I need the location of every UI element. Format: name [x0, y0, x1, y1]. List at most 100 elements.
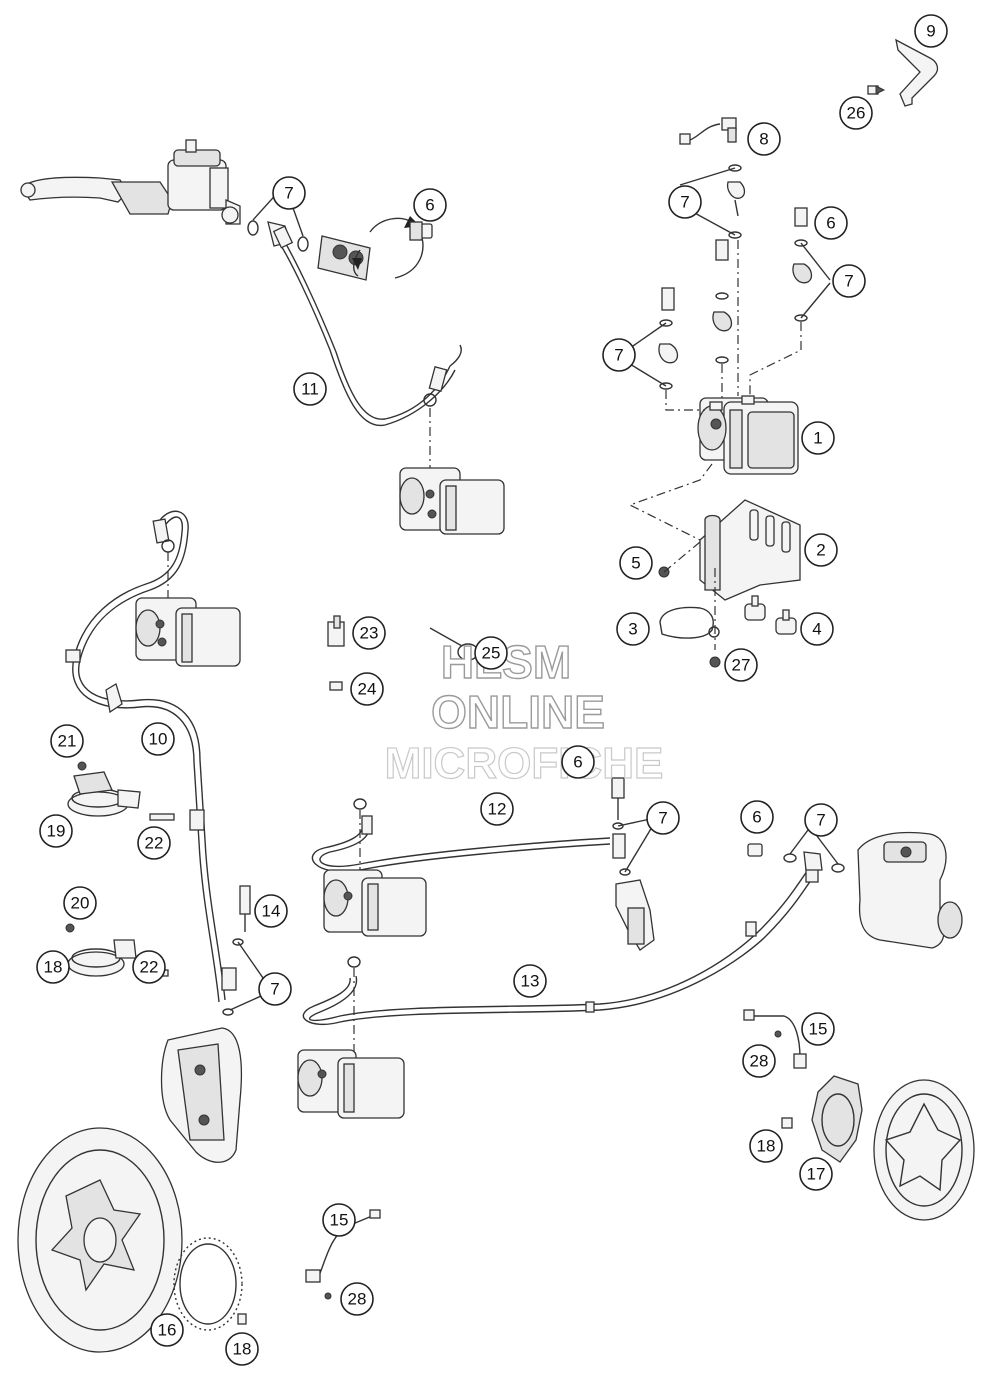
- callout-number: 27: [732, 656, 751, 675]
- callout-6: 6: [740, 800, 774, 834]
- callout-26: 26: [839, 96, 873, 130]
- callout-3: 3: [616, 612, 650, 646]
- callout-6: 6: [814, 206, 848, 240]
- callout-number: 2: [816, 541, 825, 560]
- front-brake-disc: [17, 1127, 183, 1353]
- callout-circle: [832, 264, 866, 298]
- callout-circle: [36, 950, 70, 984]
- callout-circle: [801, 421, 835, 455]
- callout-number: 24: [358, 680, 377, 699]
- watermark: HLSM ONLINE MICROFICHE: [384, 635, 664, 788]
- callout-circle: [801, 1012, 835, 1046]
- screw-5: [658, 541, 701, 578]
- callout-number: 15: [809, 1020, 828, 1039]
- abs-unit-small-3: [323, 869, 427, 937]
- adapter-fitting: [317, 235, 371, 281]
- callout-22: 22: [132, 950, 166, 984]
- nut-27: [709, 656, 721, 668]
- callout-number: 11: [301, 380, 319, 399]
- rear-fittings: [747, 829, 845, 873]
- callout-20: 20: [63, 886, 97, 920]
- callout-circle: [352, 616, 386, 650]
- callout-22: 22: [137, 826, 171, 860]
- callout-18: 18: [36, 950, 70, 984]
- callout-number: 7: [844, 272, 853, 291]
- callout-6: 6: [413, 188, 447, 222]
- callout-28: 28: [340, 1282, 374, 1316]
- nut-21-upper: [77, 761, 87, 771]
- callout-circle: [602, 338, 636, 372]
- callout-circle: [322, 1203, 356, 1237]
- callout-circle: [137, 826, 171, 860]
- clip-24: [329, 681, 343, 691]
- callout-16: 16: [150, 1313, 184, 1347]
- callout-number: 23: [360, 624, 379, 643]
- callout-25: 25: [474, 636, 508, 670]
- rubber-mounts-4: [744, 595, 797, 635]
- callout-number: 7: [658, 809, 667, 828]
- callout-number: 22: [145, 834, 164, 853]
- callout-circle: [350, 672, 384, 706]
- rear-master-cylinder: [611, 777, 656, 951]
- callout-number: 6: [425, 196, 434, 215]
- callout-circle: [799, 1157, 833, 1191]
- front-caliper: [160, 1027, 243, 1163]
- callout-circle: [724, 648, 758, 682]
- callout-7: 7: [832, 264, 866, 298]
- screw-18-upper: [781, 1117, 793, 1129]
- callout-13: 13: [513, 964, 547, 998]
- callout-circle: [413, 188, 447, 222]
- callout-circle: [254, 894, 288, 928]
- callout-number: 28: [750, 1052, 769, 1071]
- sensor-ring-17: [811, 1075, 863, 1163]
- callout-4: 4: [800, 612, 834, 646]
- callout-circle: [742, 1044, 776, 1078]
- callout-circle: [740, 800, 774, 834]
- callout-number: 18: [233, 1340, 252, 1359]
- brake-line-11: [272, 225, 462, 470]
- callout-circle: [132, 950, 166, 984]
- callout-circle: [141, 722, 175, 756]
- front-brake-master-cylinder: [20, 139, 241, 225]
- callout-number: 28: [348, 1290, 367, 1309]
- callout-number: 22: [140, 958, 159, 977]
- callout-number: 25: [482, 644, 501, 663]
- clip-3: [659, 606, 720, 639]
- watermark-line3: MICROFICHE: [385, 739, 664, 788]
- callout-12: 12: [480, 792, 514, 826]
- callout-circle: [619, 546, 653, 580]
- callout-circle: [747, 122, 781, 156]
- callout-number: 7: [284, 184, 293, 203]
- sensor-8: [679, 117, 737, 145]
- callout-circle: [749, 1129, 783, 1163]
- callout-27: 27: [724, 648, 758, 682]
- callout-circle: [616, 612, 650, 646]
- sensor-ring-16: [173, 1237, 243, 1331]
- callout-circle: [804, 533, 838, 567]
- clamp-20: [67, 939, 169, 977]
- callout-number: 7: [614, 346, 623, 365]
- callout-number: 7: [680, 193, 689, 212]
- nut-21-lower: [65, 923, 75, 933]
- callout-number: 26: [847, 104, 866, 123]
- clamp-19: [67, 771, 175, 821]
- brake-line-12: [311, 798, 611, 873]
- callout-8: 8: [747, 122, 781, 156]
- callout-7: 7: [804, 803, 838, 837]
- callout-15: 15: [322, 1203, 356, 1237]
- abs-unit-small-4: [297, 1049, 405, 1119]
- screw-18-lower: [237, 1313, 247, 1325]
- callout-2: 2: [804, 533, 838, 567]
- callout-circle: [800, 612, 834, 646]
- fittings-column: [619, 164, 831, 411]
- callout-6: 6: [561, 745, 595, 779]
- abs-modulator-1: [697, 395, 799, 475]
- rear-brake-disc: [873, 1079, 975, 1221]
- callout-18: 18: [225, 1332, 259, 1366]
- callout-number: 6: [752, 808, 761, 827]
- callout-number: 4: [812, 620, 821, 639]
- callout-circle: [474, 636, 508, 670]
- callout-number: 19: [47, 822, 66, 841]
